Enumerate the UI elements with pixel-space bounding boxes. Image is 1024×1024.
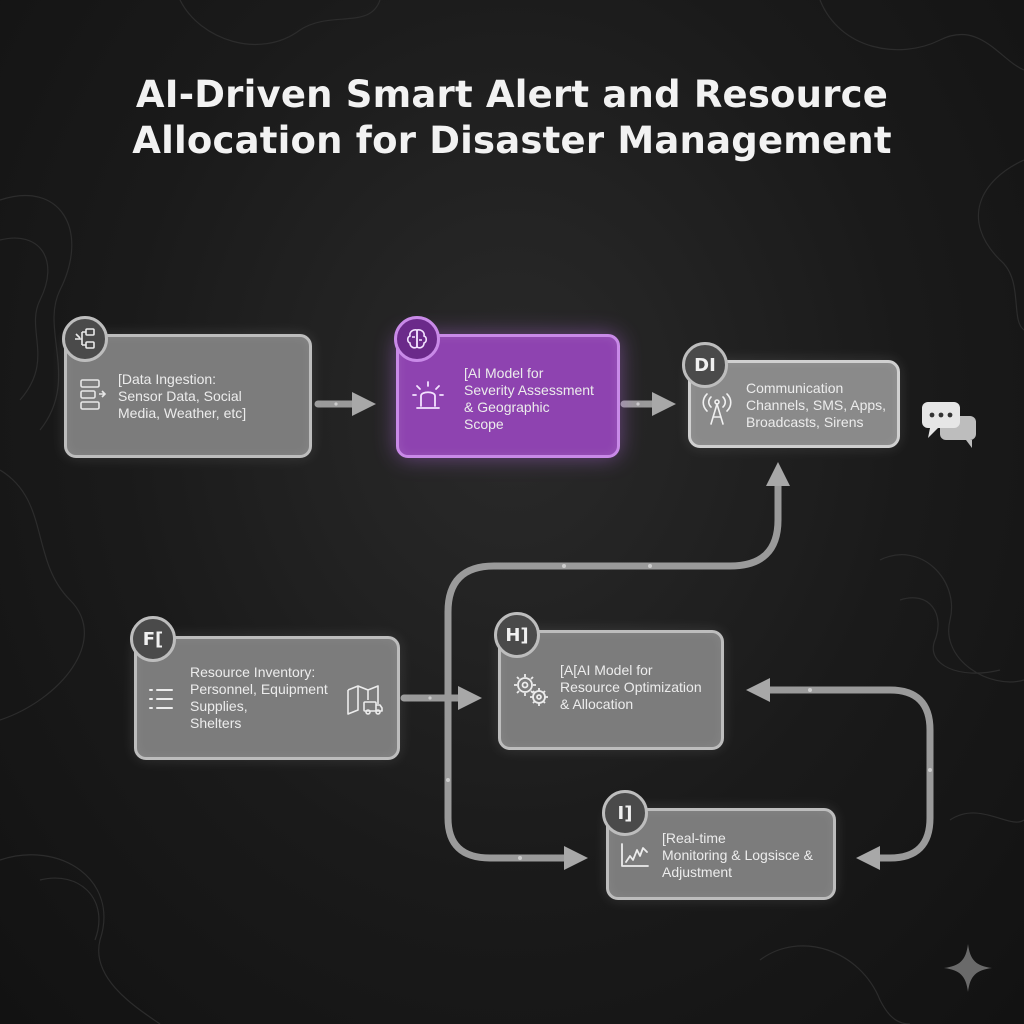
gears-icon [514, 674, 548, 706]
sliders-icon [80, 379, 107, 410]
resource-optimization-badge-text: H] [505, 624, 529, 646]
resource-inventory-badge: F[ [130, 616, 176, 662]
data-ingestion-line-3: Media, Weather, etc] [118, 405, 247, 421]
monitoring-label: [Real-time Monitoring & Logsisce & Adjus… [662, 830, 813, 881]
resource-optimization-line-1: [A[AI Model for [560, 662, 653, 678]
resource-inventory-line-3: Supplies, [190, 698, 248, 714]
arrowhead-feedback-monitoring [856, 846, 880, 870]
arrowhead-severity [352, 392, 376, 416]
resource-inventory-label: Resource Inventory: Personnel, Equipment… [190, 664, 328, 732]
resource-optimization-line-3: & Allocation [560, 696, 634, 712]
network-icon-badge [62, 316, 108, 362]
title-line-2: Allocation for Disaster Management [132, 119, 892, 162]
data-ingestion-line-1: [Data Ingestion: [118, 371, 217, 387]
communication-line-3: Broadcasts, Sirens [746, 414, 864, 430]
list-icon [149, 689, 173, 709]
map-truck-icon [347, 685, 383, 715]
arrowhead-optimization [458, 686, 482, 710]
monitoring-line-1: [Real-time [662, 830, 726, 846]
monitoring-line-2: Monitoring & Logsisce & [662, 847, 813, 863]
arrowhead-communication [652, 392, 676, 416]
chat-bubbles-icon [922, 402, 976, 448]
arrowhead-feedback [746, 678, 770, 702]
severity-model-line-2: Severity Assessment [464, 382, 594, 398]
severity-model-line-1: [AI Model for [464, 365, 544, 381]
communication-badge-text: DI [694, 354, 716, 376]
communication-line-2: Channels, SMS, Apps, [746, 397, 887, 413]
resource-inventory-line-4: Shelters [190, 715, 242, 731]
resource-inventory-line-2: Personnel, Equipment [190, 681, 328, 697]
connector-loop-to-monitoring [444, 694, 568, 862]
severity-model-label: [AI Model for Severity Assessment & Geog… [464, 365, 594, 433]
chart-icon [621, 843, 649, 867]
communication-badge: DI [682, 342, 728, 388]
node-data-ingestion[interactable] [64, 334, 312, 458]
monitoring-badge: I] [602, 790, 648, 836]
resource-optimization-line-2: Resource Optimization [560, 679, 702, 695]
monitoring-line-3: Adjustment [662, 864, 733, 880]
monitoring-badge-text: I] [617, 802, 633, 824]
resource-inventory-line-1: Resource Inventory: [190, 664, 316, 680]
communication-label: Communication Channels, SMS, Apps, Broad… [746, 380, 886, 431]
resource-optimization-badge: H] [494, 612, 540, 658]
siren-icon [412, 381, 444, 409]
connector-loop-to-communication [444, 482, 782, 702]
brain-icon [406, 329, 428, 349]
connector-feedback-loop [766, 686, 934, 862]
sparkle-icon [944, 944, 992, 992]
antenna-icon [702, 393, 732, 425]
brain-icon-badge [394, 316, 440, 362]
data-ingestion-line-2: Sensor Data, Social [118, 388, 242, 404]
communication-line-1: Communication [746, 380, 844, 396]
resource-optimization-label: [A[AI Model for Resource Optimization & … [560, 662, 702, 713]
arrowhead-monitoring [564, 846, 588, 870]
arrowhead-up-communication [766, 462, 790, 486]
network-icon [75, 328, 95, 349]
severity-model-line-3: & Geographic [464, 399, 550, 415]
data-ingestion-label: [Data Ingestion: Sensor Data, Social Med… [118, 371, 246, 422]
resource-inventory-badge-text: F[ [142, 628, 164, 650]
severity-model-line-4: Scope [464, 416, 504, 432]
title-line-1: AI-Driven Smart Alert and Resource [135, 73, 889, 116]
node-resource-optimization[interactable] [498, 630, 724, 750]
diagram-title: AI-Driven Smart Alert and Resource Alloc… [0, 72, 1024, 164]
node-resource-inventory[interactable] [134, 636, 400, 760]
